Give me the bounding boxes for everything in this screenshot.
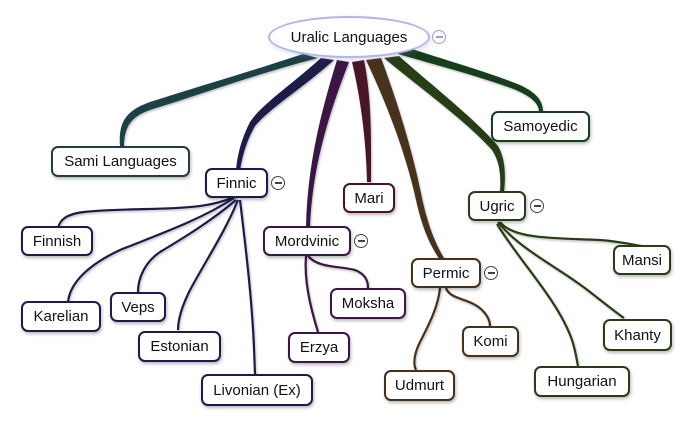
- node-label: Finnish: [32, 232, 82, 250]
- node-label: Moksha: [341, 295, 395, 312]
- collapse-mordvinic-icon[interactable]: [354, 234, 368, 248]
- collapse-root-icon[interactable]: [432, 30, 446, 44]
- node-finnic[interactable]: Finnic: [205, 168, 268, 198]
- node-samoyedic[interactable]: Samoyedic: [491, 111, 590, 142]
- node-label: Udmurt: [394, 377, 445, 394]
- node-finnish[interactable]: Finnish: [21, 226, 93, 256]
- node-mansi[interactable]: Mansi: [613, 245, 671, 275]
- node-label: Mari: [354, 189, 384, 207]
- connector-ugric-mansi: [499, 221, 643, 248]
- connector-finnic-veps: [136, 199, 237, 293]
- node-label: Hungarian: [547, 373, 617, 390]
- collapse-permic-icon[interactable]: [484, 266, 498, 280]
- node-sami-languages[interactable]: Sami Languages: [51, 146, 190, 177]
- connector-permic-komi: [444, 287, 492, 327]
- collapse-finnic-icon[interactable]: [271, 176, 285, 190]
- node-mari[interactable]: Mari: [343, 183, 395, 213]
- node-label: Mansi: [621, 251, 662, 269]
- node-hungarian[interactable]: Hungarian: [534, 366, 630, 397]
- node-label: Finnic: [216, 174, 257, 192]
- connector-ugric-khanty: [497, 221, 625, 319]
- node-label: Erzya: [299, 339, 339, 356]
- connector-finnic-estonian: [176, 199, 240, 331]
- node-label: Livonian (Ex): [213, 381, 301, 399]
- node-label: Khanty: [614, 326, 661, 344]
- node-label: Ugric: [479, 197, 515, 215]
- connector-mordvinic-moksha: [307, 255, 370, 289]
- root-node-label: Uralic Languages: [290, 28, 408, 46]
- node-permic[interactable]: Permic: [411, 258, 481, 288]
- node-label: Permic: [422, 264, 470, 282]
- node-label: Samoyedic: [503, 118, 578, 135]
- node-estonian[interactable]: Estonian: [138, 331, 221, 362]
- node-livonian[interactable]: Livonian (Ex): [201, 374, 313, 406]
- collapse-ugric-icon[interactable]: [530, 199, 544, 213]
- connector-ugric-hungarian: [496, 223, 580, 367]
- node-veps[interactable]: Veps: [110, 292, 166, 322]
- node-mordvinic[interactable]: Mordvinic: [263, 226, 351, 256]
- node-erzya[interactable]: Erzya: [288, 332, 350, 363]
- node-label: Karelian: [33, 308, 89, 325]
- connector-root-permic: [366, 58, 444, 260]
- connector-mordvinic-erzya: [304, 255, 320, 333]
- node-label: Veps: [121, 298, 155, 316]
- connector-root-mari: [352, 60, 372, 182]
- connector-finnic-finnish: [56, 195, 237, 229]
- connector-root-sami: [119, 54, 318, 146]
- node-karelian[interactable]: Karelian: [21, 301, 101, 332]
- node-label: Mordvinic: [274, 232, 340, 250]
- node-label: Komi: [473, 333, 508, 350]
- connector-root-mordvinic: [306, 60, 349, 228]
- node-label: Sami Languages: [64, 153, 177, 170]
- node-komi[interactable]: Komi: [462, 326, 519, 357]
- node-khanty[interactable]: Khanty: [603, 319, 672, 351]
- node-ugric[interactable]: Ugric: [468, 191, 526, 221]
- connector-permic-udmurt: [413, 287, 442, 371]
- node-udmurt[interactable]: Udmurt: [384, 370, 455, 401]
- connector-finnic-livonian: [238, 199, 257, 375]
- root-node[interactable]: Uralic Languages: [268, 16, 430, 58]
- connector-root-samoyedic: [398, 48, 543, 112]
- node-moksha[interactable]: Moksha: [330, 288, 406, 319]
- node-label: Estonian: [150, 338, 209, 355]
- connector-finnic-karelian: [66, 197, 235, 303]
